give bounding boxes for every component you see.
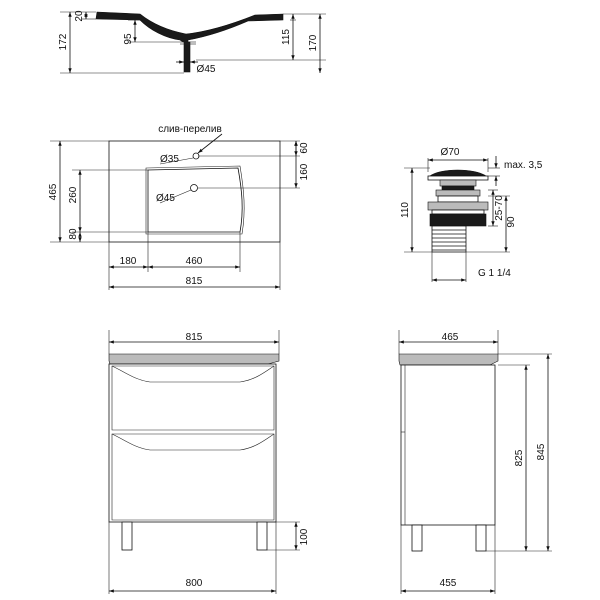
drain-valve-adjust-range: 25-70 xyxy=(494,195,505,221)
cabinet-total-height: 845 xyxy=(536,443,547,460)
cabinet-side-leg-right xyxy=(475,524,487,552)
drain-valve-view: Ø70 max. 3,5 110 25-70 90 G 1 1/4 xyxy=(400,147,543,282)
sink-section-top-thickness: 20 xyxy=(74,10,85,22)
cabinet-front-bottom-width: 800 xyxy=(186,578,203,589)
drain-valve-length: 90 xyxy=(506,216,517,228)
sink-section-right-inner-height: 115 xyxy=(281,29,292,45)
cabinet-side-top-depth: 465 xyxy=(442,332,459,343)
sink-section-shape xyxy=(95,11,284,43)
cabinet-body-height: 825 xyxy=(514,449,525,466)
drain-valve-thread xyxy=(431,225,467,253)
overflow-label: слив-перелив xyxy=(158,124,222,135)
sink-top-view: слив-перелив Ø35 Ø45 465 260 80 60 160 1… xyxy=(48,124,310,290)
cabinet-front-body xyxy=(108,363,277,523)
drain-valve-flange xyxy=(427,175,489,181)
drain-hole-diameter: Ø45 xyxy=(156,193,175,204)
cabinet-front-view: 815 800 100 xyxy=(108,330,310,594)
cabinet-leg-right xyxy=(256,521,268,551)
sink-drain-pipe xyxy=(183,41,191,73)
drain-valve-max-height: max. 3,5 xyxy=(504,160,543,171)
cabinet-leg-left xyxy=(121,521,133,551)
drain-valve-cap xyxy=(429,169,487,177)
drain-hole xyxy=(190,184,198,192)
cabinet-side-top xyxy=(398,353,499,366)
cabinet-drawer-upper xyxy=(111,365,275,431)
sink-bowl-outline xyxy=(147,167,243,233)
drain-valve-nut xyxy=(429,213,487,227)
cabinet-leg-height: 100 xyxy=(299,528,310,545)
drain-valve-thread-size: G 1 1/4 xyxy=(478,268,511,279)
cabinet-side-leg-left xyxy=(411,524,423,552)
sink-total-width: 815 xyxy=(186,276,203,287)
cabinet-side-bottom-depth: 455 xyxy=(440,578,457,589)
sink-bowl-width: 460 xyxy=(186,256,203,267)
sink-top-outline xyxy=(108,140,281,243)
drain-offset: 160 xyxy=(299,163,310,180)
sink-section-total-height: 172 xyxy=(58,33,69,50)
cabinet-side-body xyxy=(400,364,496,526)
cabinet-drawer-lower xyxy=(111,433,275,521)
sink-section-bowl-depth: 95 xyxy=(123,33,134,45)
overflow-offset: 60 xyxy=(299,142,310,154)
cabinet-front-top-width: 815 xyxy=(186,332,203,343)
sink-front-margin: 80 xyxy=(68,228,79,240)
overflow-diameter: Ø35 xyxy=(160,154,179,165)
drain-valve-top-diameter: Ø70 xyxy=(441,147,460,158)
sink-bowl-depth-dim: 260 xyxy=(68,186,79,203)
cabinet-side-view: 465 455 825 845 xyxy=(398,330,552,594)
sink-left-offset: 180 xyxy=(120,256,137,267)
drain-valve-height: 110 xyxy=(400,202,411,218)
sink-top-depth: 465 xyxy=(48,183,59,200)
sink-section-right-outer-height: 170 xyxy=(308,34,319,51)
sink-section-drain-diameter: Ø45 xyxy=(197,64,216,75)
cabinet-front-top xyxy=(108,353,280,365)
sink-section-view: 172 20 95 Ø45 115 170 xyxy=(58,10,326,75)
